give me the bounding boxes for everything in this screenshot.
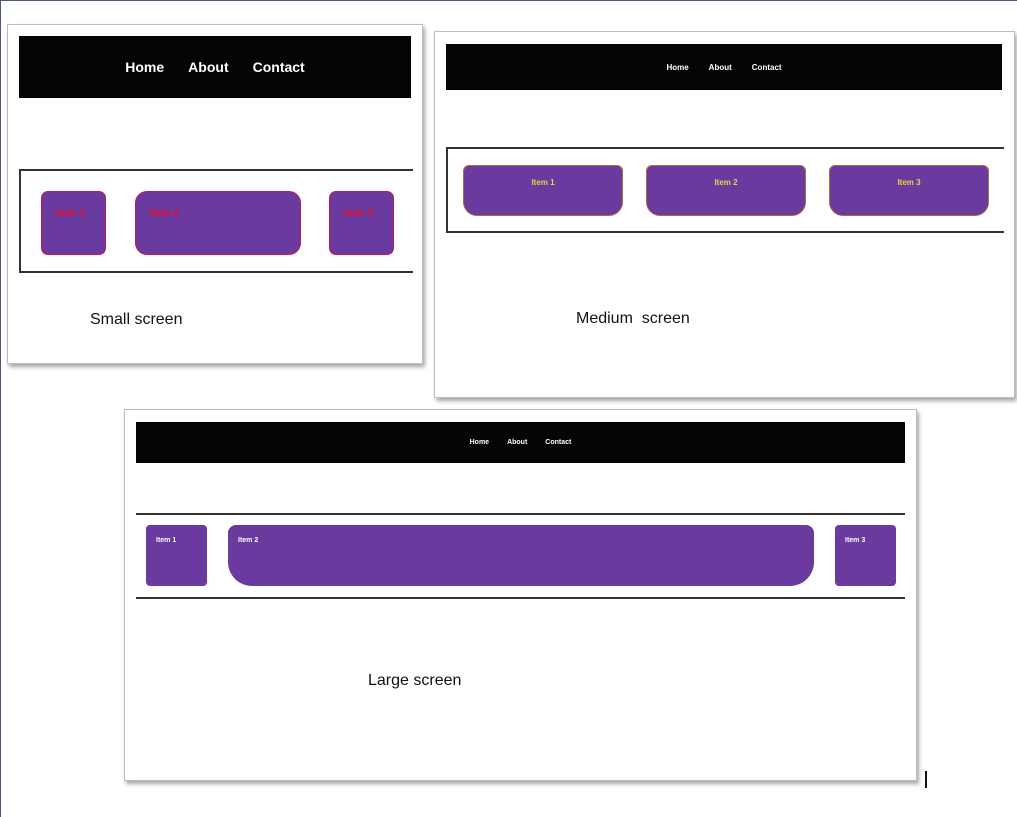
small-item-2-label: Item 2 [150,208,179,219]
medium-item-2-label: Item 2 [714,178,738,187]
medium-nav-contact[interactable]: Contact [751,62,782,72]
medium-screen-caption: Medium screen [576,310,690,327]
large-navbar: Home About Contact [136,422,905,463]
large-nav-home[interactable]: Home [469,439,490,446]
small-screen-caption: Small screen [90,311,183,328]
large-screen-caption: Large screen [368,672,462,689]
medium-screen-panel: Home About Contact Item 1 Item 2 Item 3 … [434,31,1015,398]
small-flex-container: Item 1 Item 2 Item 3 [19,169,413,273]
small-screen-panel: Home About Contact Item 1 Item 2 Item 3 … [7,24,423,364]
large-nav-contact[interactable]: Contact [545,439,572,446]
small-nav-about[interactable]: About [188,59,229,75]
small-item-3: Item 3 [329,191,394,255]
medium-flex-container: Item 1 Item 2 Item 3 [446,147,1004,233]
window-left-border [0,0,1,817]
large-item-1-label: Item 1 [156,537,177,544]
medium-item-3-label: Item 3 [897,178,921,187]
large-item-3-label: Item 3 [845,537,866,544]
medium-navbar: Home About Contact [446,44,1002,90]
large-item-1: Item 1 [146,525,207,586]
window-top-border [0,0,1017,1]
medium-item-3: Item 3 [829,165,989,216]
large-item-3: Item 3 [835,525,896,586]
small-nav-home[interactable]: Home [125,59,165,75]
small-item-2: Item 2 [135,191,301,255]
large-screen-panel: Home About Contact Item 1 Item 2 Item 3 … [124,409,917,781]
medium-item-2: Item 2 [646,165,806,216]
large-nav-about[interactable]: About [507,439,528,446]
medium-nav-home[interactable]: Home [666,62,689,72]
medium-item-1: Item 1 [463,165,623,216]
large-flex-container: Item 1 Item 2 Item 3 [136,513,905,599]
small-item-3-label: Item 3 [344,208,373,219]
large-item-2-label: Item 2 [238,537,259,544]
small-nav-contact[interactable]: Contact [252,59,305,75]
medium-nav-about[interactable]: About [708,62,732,72]
small-item-1-label: Item 1 [56,208,85,219]
large-item-2: Item 2 [228,525,814,586]
small-item-1: Item 1 [41,191,106,255]
text-cursor [925,771,927,788]
small-navbar: Home About Contact [19,36,411,98]
medium-item-1-label: Item 1 [531,178,555,187]
